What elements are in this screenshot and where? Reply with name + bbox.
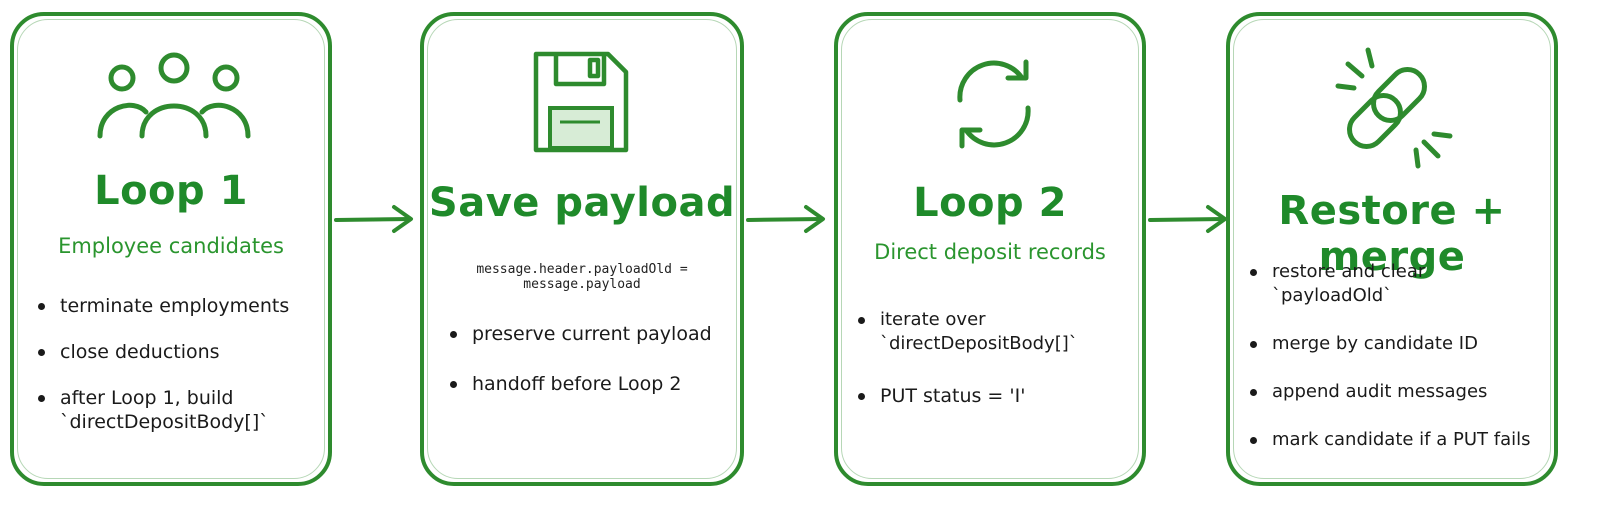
list-item: append audit messages <box>1248 380 1548 404</box>
list-item: preserve current payload <box>448 322 728 346</box>
flow-arrow <box>334 205 413 233</box>
step-loop2-card: Loop 2 Direct deposit records iterate ov… <box>834 12 1146 486</box>
bullet-list: preserve current payload handoff before … <box>448 322 728 396</box>
step-title: Save payload <box>428 180 736 226</box>
flow-arrow <box>746 205 825 233</box>
step-loop1-card: Loop 1 Employee candidates terminate emp… <box>10 12 332 486</box>
bullet-list: iterate over `directDepositBody[]` PUT s… <box>856 308 1142 408</box>
flow-arrow <box>1148 205 1227 233</box>
list-item: restore and clear `payloadOld` <box>1248 260 1548 308</box>
step-subtitle: Direct deposit records <box>874 240 1106 264</box>
list-item: mark candidate if a PUT fails <box>1248 428 1548 452</box>
list-item: after Loop 1, build `directDepositBody[]… <box>36 386 269 434</box>
floppy-disk-icon <box>533 51 629 153</box>
step-save-payload-card: Save payload message.header.payloadOld =… <box>420 12 744 486</box>
list-item: handoff before Loop 2 <box>448 372 728 396</box>
people-icon <box>97 52 251 139</box>
step-restore-merge-card: Restore + merge restore and clear `paylo… <box>1226 12 1558 486</box>
list-item: PUT status = 'I' <box>856 384 1142 408</box>
step-subtitle: Employee candidates <box>58 234 284 258</box>
list-item: terminate employments <box>36 294 316 318</box>
code-line: message.header.payloadOld = message.payl… <box>476 262 688 292</box>
refresh-icon <box>957 59 1031 149</box>
step-title: Restore + merge <box>1278 188 1506 280</box>
bullet-list: restore and clear `payloadOld` merge by … <box>1248 260 1548 452</box>
step-title: Loop 2 <box>913 180 1067 226</box>
bullet-list: terminate employments close deductions a… <box>36 294 316 434</box>
list-item: merge by candidate ID <box>1248 332 1548 356</box>
step-title: Loop 1 <box>94 168 248 214</box>
chain-link-icon <box>1335 47 1453 169</box>
list-item: iterate over `directDepositBody[]` <box>856 308 1142 356</box>
list-item: close deductions <box>36 340 316 364</box>
